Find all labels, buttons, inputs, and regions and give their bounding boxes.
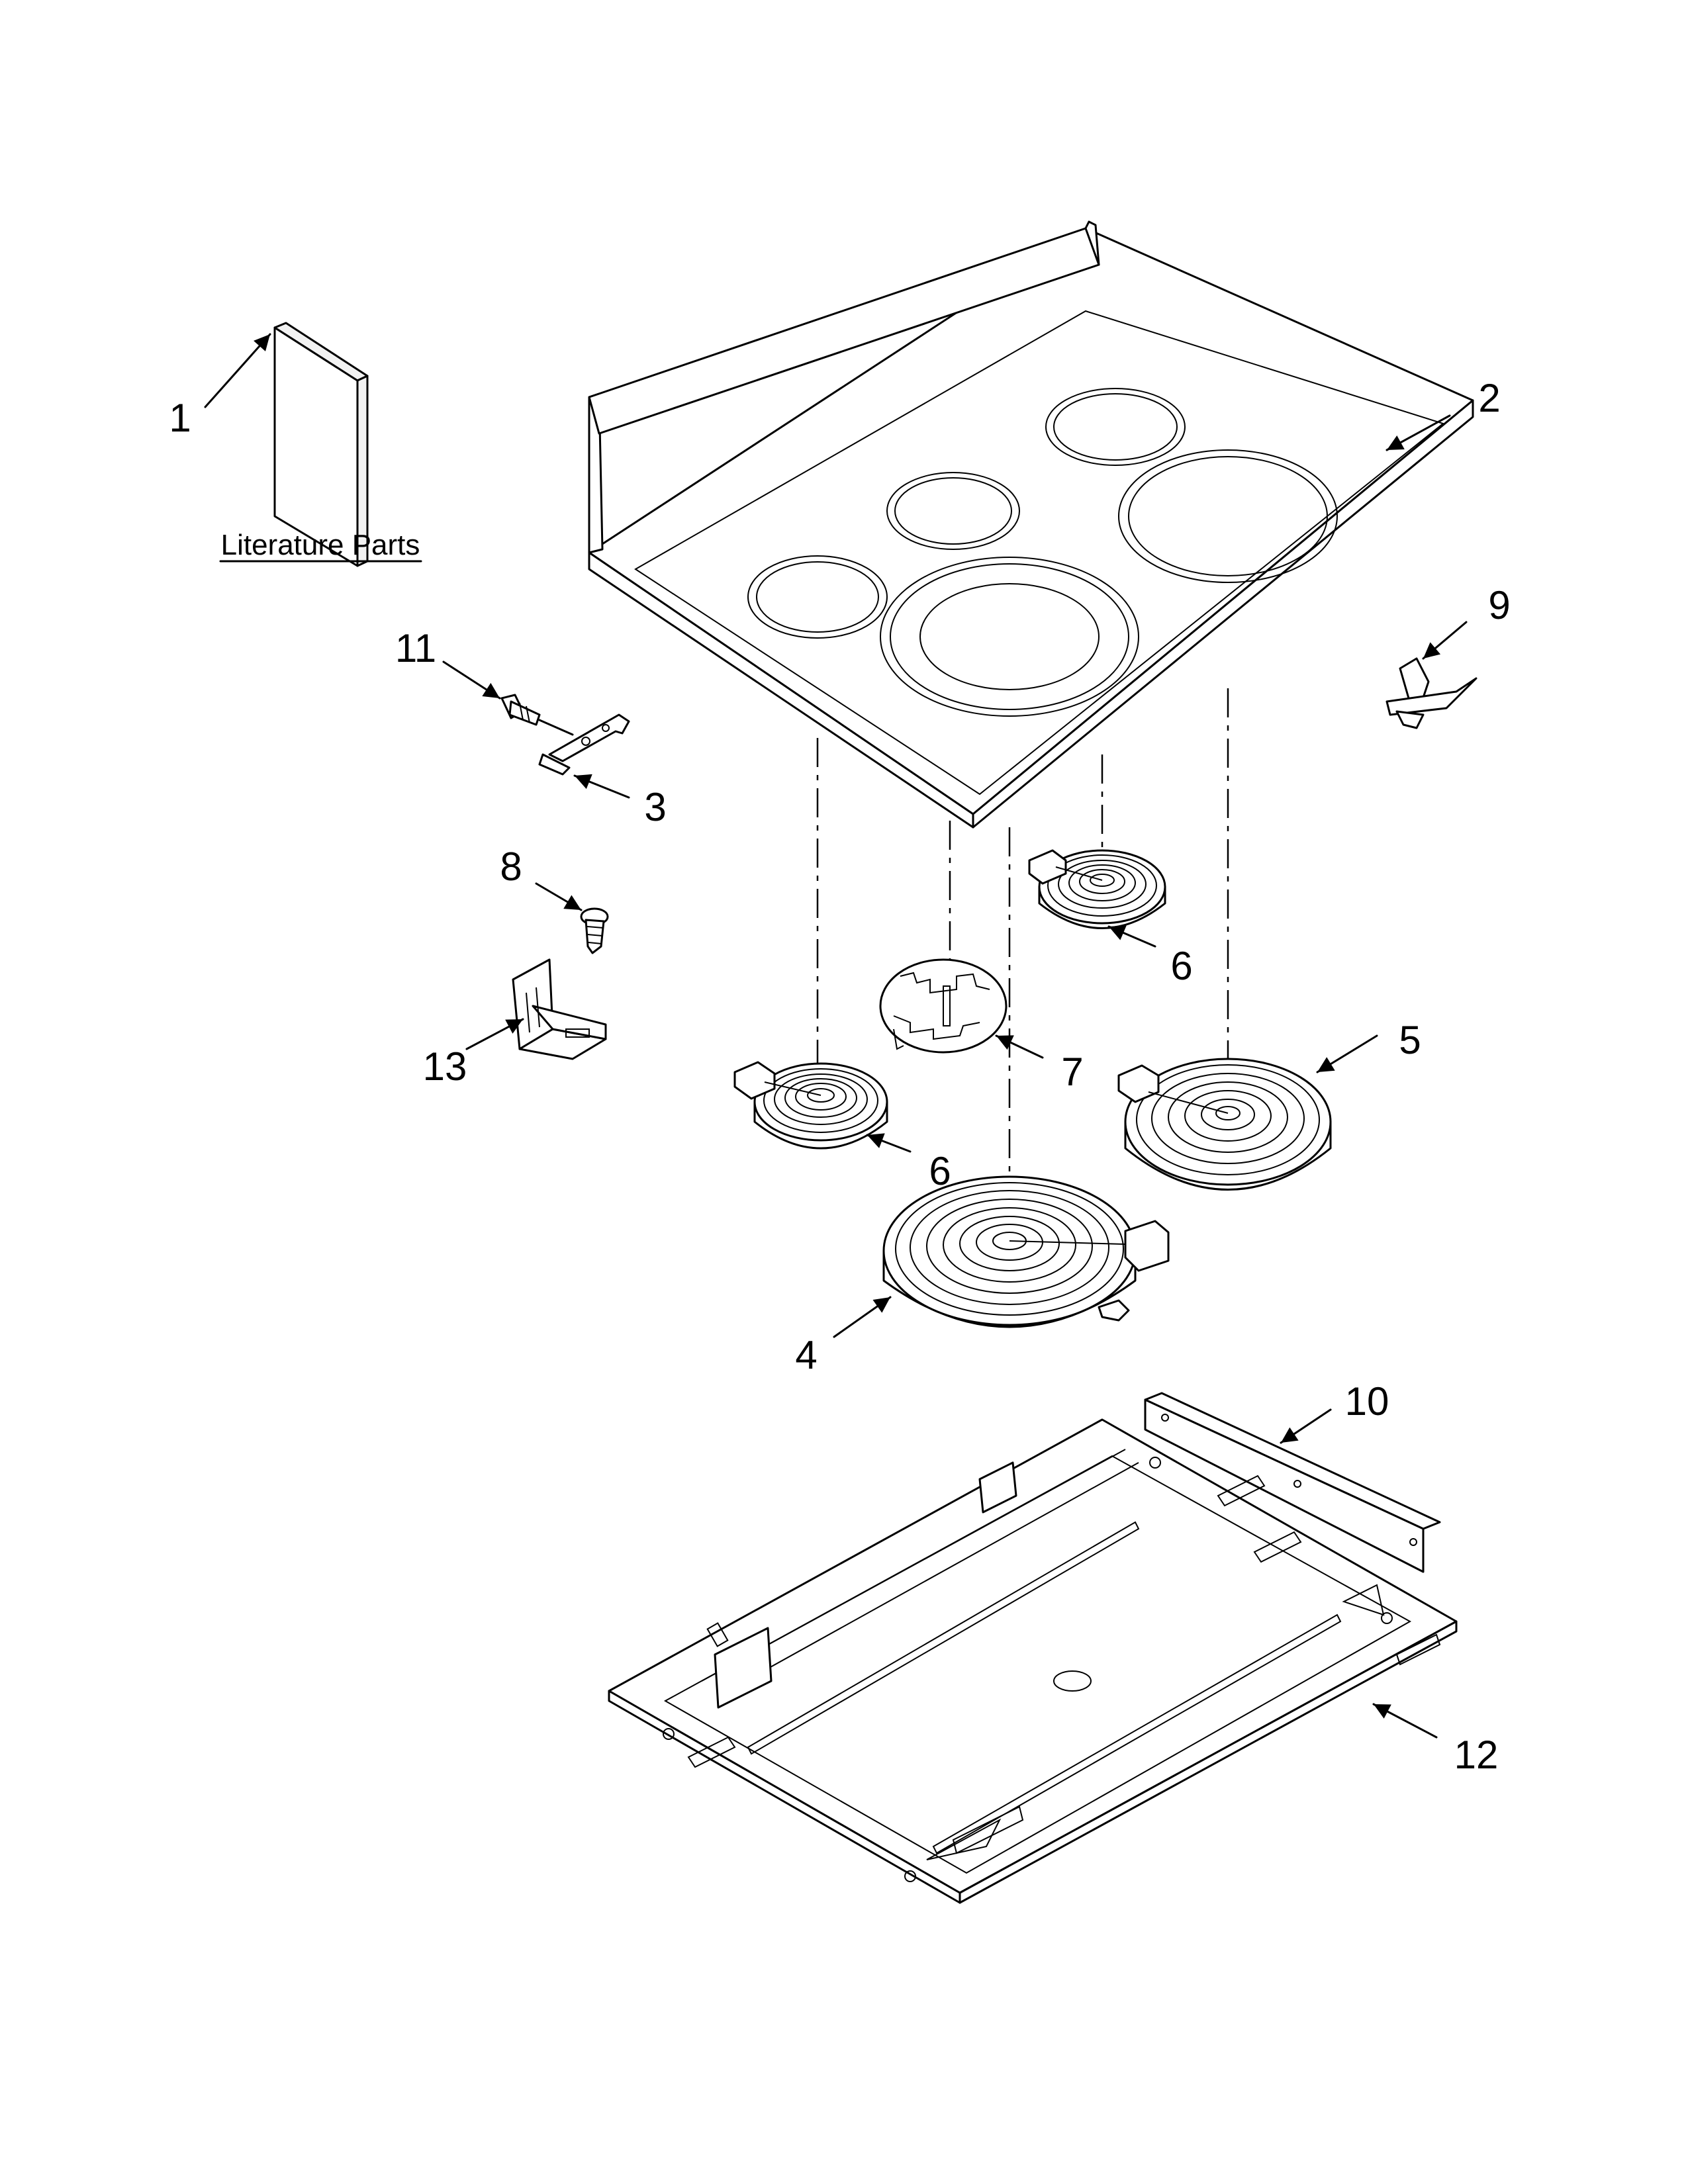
callout-10: 10 — [1345, 1379, 1389, 1424]
callout-3: 3 — [644, 785, 666, 829]
callout-12: 12 — [1454, 1733, 1499, 1777]
callout-13: 13 — [423, 1044, 467, 1089]
callout-6-lower: 6 — [929, 1149, 951, 1193]
callout-6-upper: 6 — [1170, 944, 1192, 988]
callout-7: 7 — [1061, 1050, 1083, 1094]
bracket-clip-part — [1385, 657, 1477, 729]
surface-element-large — [1117, 1058, 1332, 1191]
screw-small-part — [580, 907, 609, 954]
rear-rail-part — [1144, 1392, 1441, 1573]
base-pan-part — [608, 1418, 1458, 1904]
callout-2: 2 — [1478, 376, 1500, 420]
callout-arrows — [204, 333, 1468, 1739]
literature-parts-label: Literature Parts — [221, 529, 420, 561]
literature-booklet — [273, 322, 369, 567]
cooktop-main-top — [588, 220, 1474, 829]
callout-1: 1 — [169, 396, 191, 440]
callout-8: 8 — [500, 844, 522, 889]
surface-element-dual — [882, 1175, 1170, 1328]
surface-element-small-upper — [1028, 849, 1166, 929]
plate-part — [879, 958, 1008, 1054]
callout-9: 9 — [1488, 583, 1510, 627]
callout-11: 11 — [395, 626, 436, 670]
callout-4: 4 — [795, 1333, 817, 1377]
bracket-tab-part — [538, 713, 630, 776]
screw-part — [500, 694, 574, 736]
bracket-part — [512, 958, 607, 1060]
callout-5: 5 — [1399, 1018, 1421, 1062]
surface-element-small-lower — [733, 1061, 888, 1150]
